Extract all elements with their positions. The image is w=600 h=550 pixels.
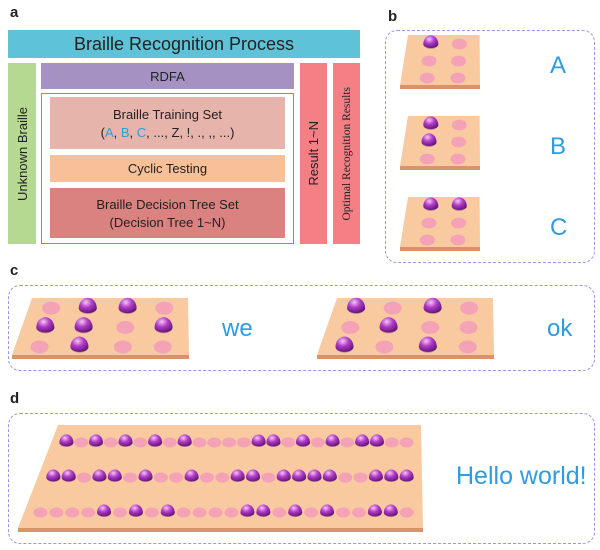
decision-tree-sub: (Decision Tree 1~N): [109, 214, 226, 230]
training-close-paren: ): [230, 124, 235, 140]
rdfa-label: RDFA: [150, 68, 185, 84]
training-char: A: [104, 124, 114, 140]
training-set-chars: (A, B, C, ..., Z, !, ., ,, ...): [100, 124, 235, 140]
panel-label-c: c: [10, 262, 19, 279]
optimal-results-box: Optimal Recognition Results: [333, 63, 360, 244]
optimal-results-label: Optimal Recognition Results: [340, 86, 353, 221]
panel-label-b: b: [388, 8, 398, 25]
panel-d-frame: [8, 413, 595, 544]
panel-label-d: d: [10, 390, 20, 407]
letter-a-label: A: [550, 52, 567, 79]
letter-c-label: C: [550, 214, 568, 241]
hello-world-label: Hello world!: [456, 462, 587, 490]
result-label: Result 1~N: [306, 121, 321, 186]
training-char: B: [120, 124, 130, 140]
decision-tree-box: Braille Decision Tree Set (Decision Tree…: [50, 188, 285, 238]
panel-c-frame: [8, 285, 595, 371]
training-char: ...: [153, 124, 165, 140]
letter-b-label: B: [550, 133, 567, 160]
unknown-braille-label: Unknown Braille: [14, 106, 30, 201]
rdfa-bar: RDFA: [41, 63, 294, 89]
training-char: !: [186, 124, 191, 140]
cyclic-testing-box: Cyclic Testing: [50, 155, 285, 182]
word-we-label: we: [222, 315, 253, 342]
training-char: Z: [171, 124, 180, 140]
unknown-braille-box: Unknown Braille: [8, 63, 36, 244]
decision-tree-title: Braille Decision Tree Set: [96, 196, 239, 212]
cyclic-testing-label: Cyclic Testing: [127, 161, 208, 176]
training-set-box: Braille Training Set (A, B, C, ..., Z, !…: [50, 97, 285, 149]
process-title: Braille Recognition Process: [73, 33, 295, 54]
training-char: .: [197, 124, 202, 140]
training-char: C: [136, 124, 147, 140]
training-open-paren: (: [100, 124, 105, 140]
training-char: ,: [208, 124, 212, 140]
training-set-title: Braille Training Set: [112, 106, 223, 122]
process-title-bar: Braille Recognition Process: [8, 30, 360, 58]
panel-b-frame: [385, 30, 595, 263]
rdfa-frame: [41, 93, 294, 244]
panel-label-a: a: [10, 4, 19, 21]
result-box: Result 1~N: [300, 63, 327, 244]
word-ok-label: ok: [547, 315, 573, 342]
training-char: ...: [219, 124, 231, 140]
